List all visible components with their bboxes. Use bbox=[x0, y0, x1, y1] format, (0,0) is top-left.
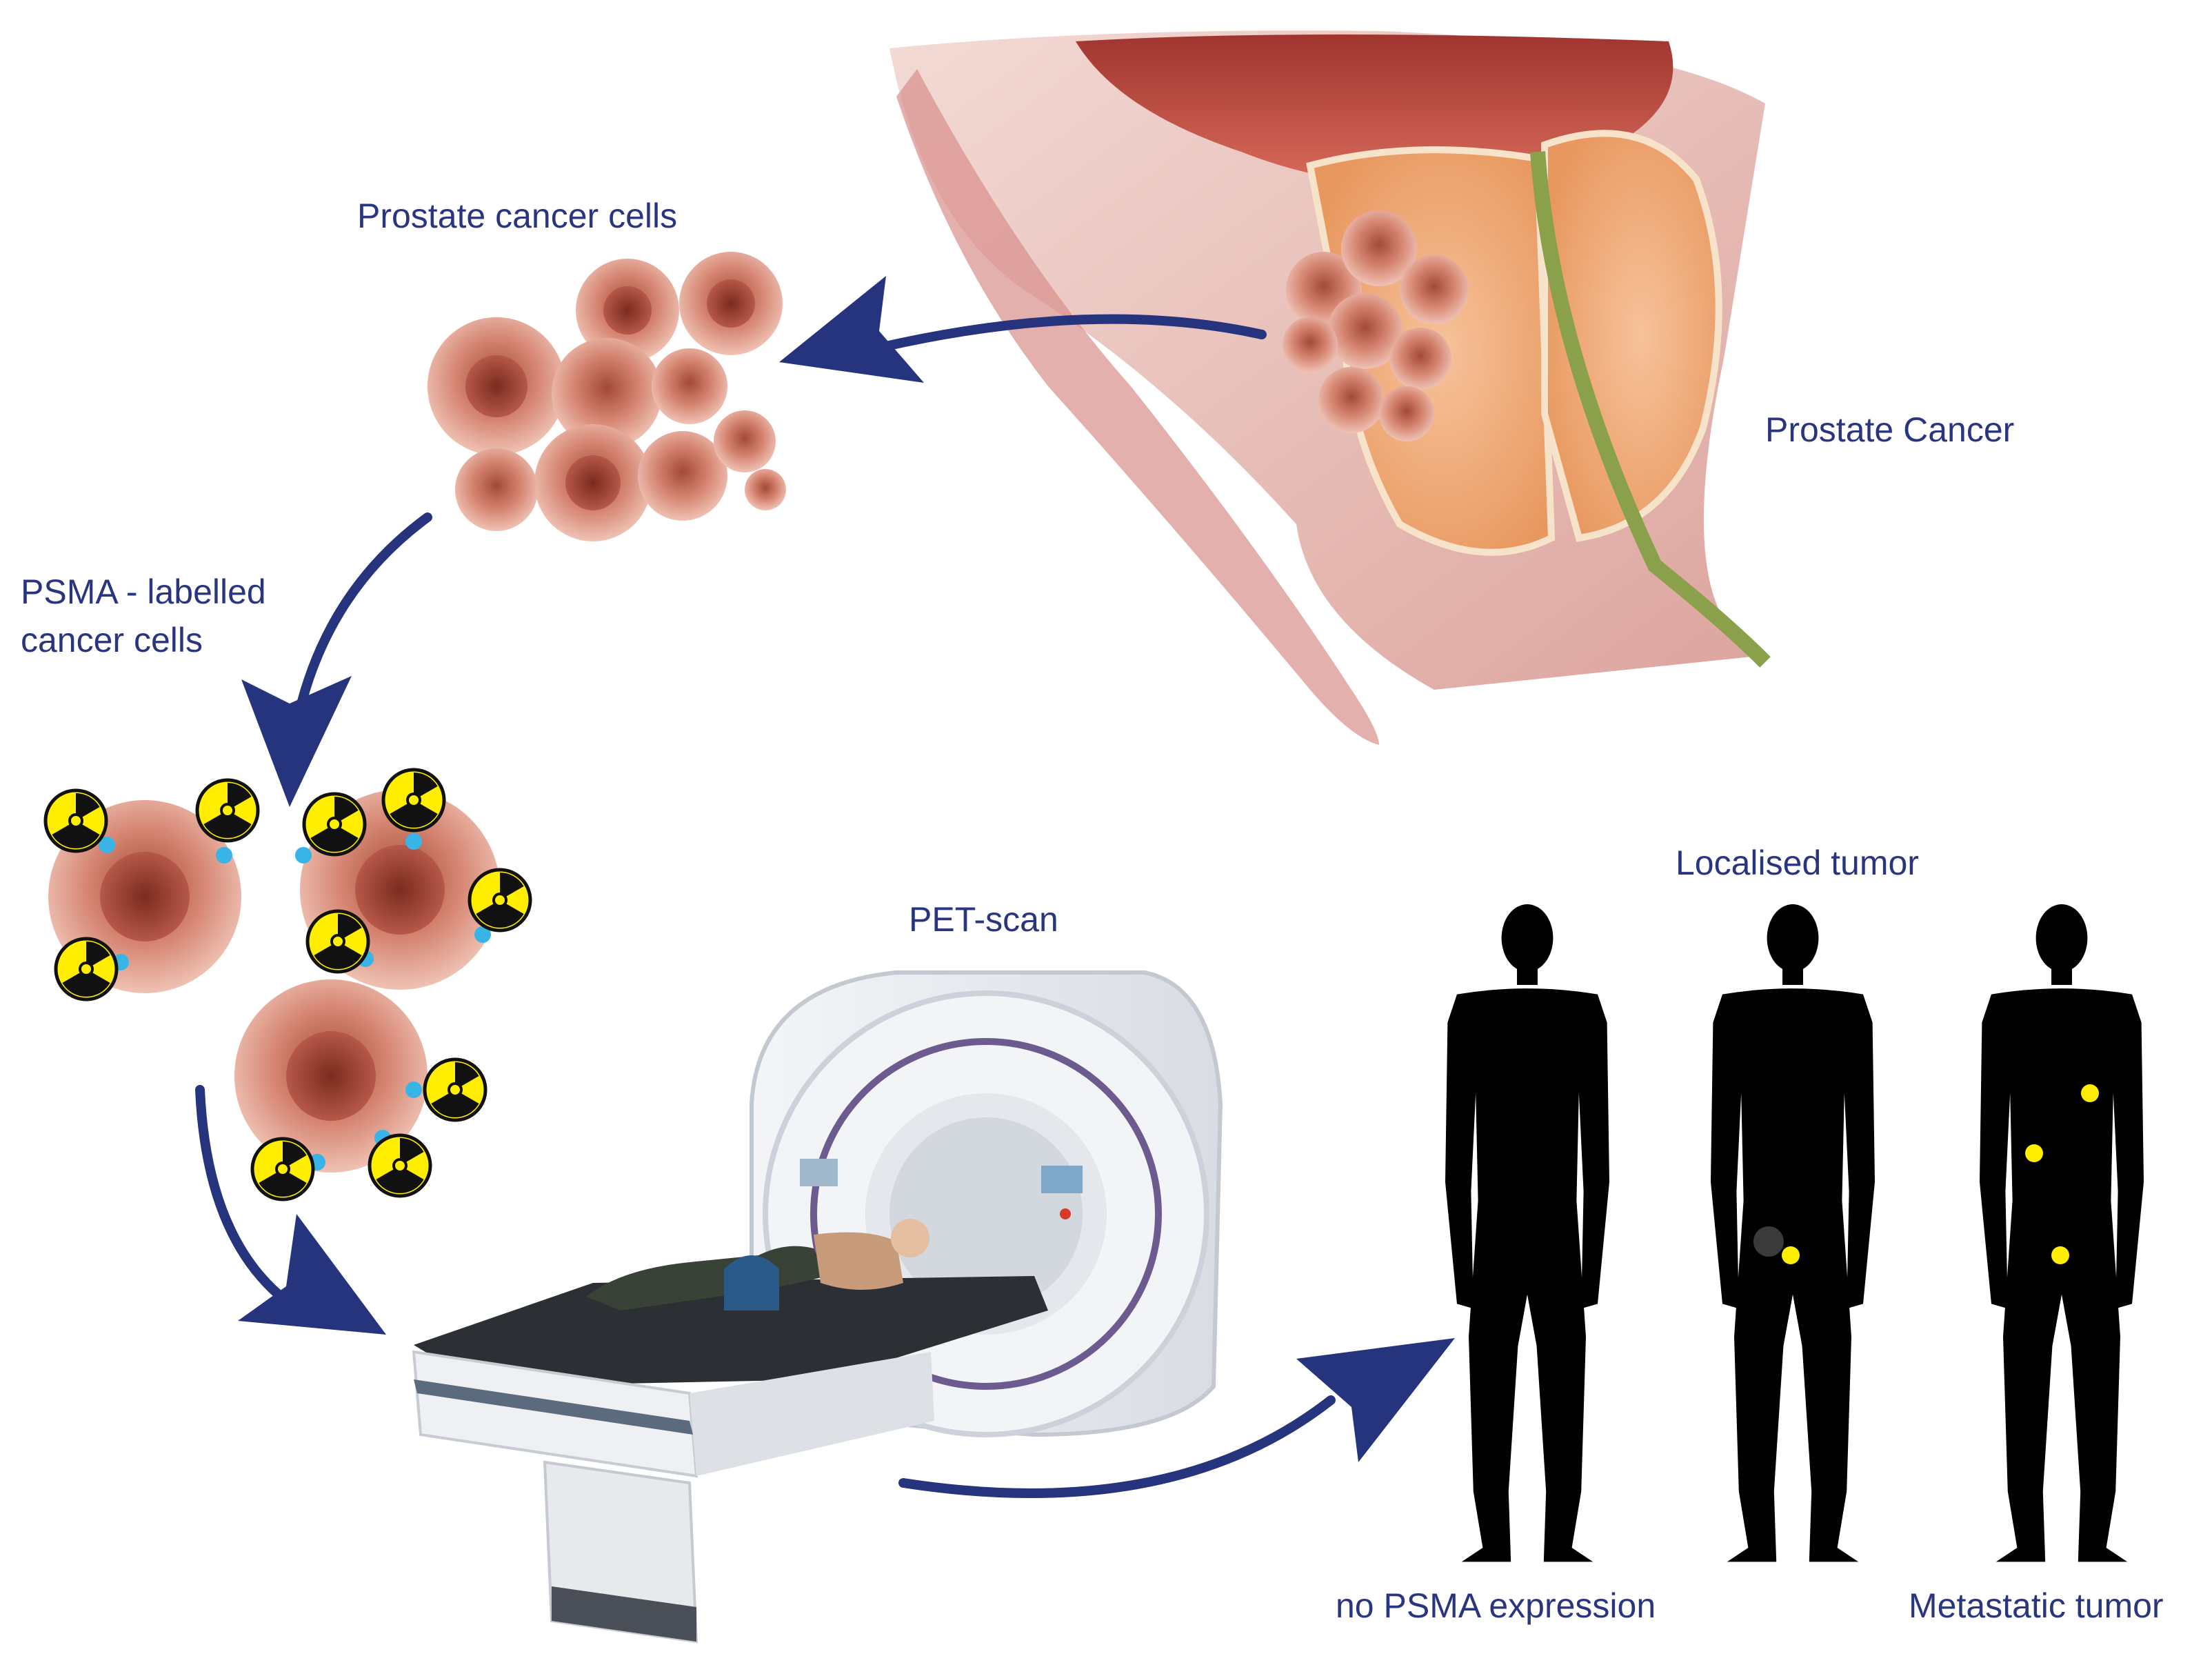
arrow-icon bbox=[292, 512, 432, 729]
tumor-dot bbox=[2025, 1144, 2043, 1162]
prostate-anatomy-illustration bbox=[889, 30, 1771, 745]
arrow-icon bbox=[857, 314, 1267, 357]
label-prostate-cancer: Prostate Cancer bbox=[1765, 410, 2014, 449]
silhouette-no-psma bbox=[1445, 904, 1609, 1562]
radiation-icon bbox=[252, 1139, 313, 1199]
prostate-cancer-cells-cluster bbox=[428, 252, 786, 541]
label-psma-line1: PSMA - labelled bbox=[21, 572, 266, 611]
radiation-icon bbox=[470, 870, 530, 930]
radiation-icon bbox=[304, 794, 365, 855]
human-silhouette-icon bbox=[1445, 904, 1609, 1562]
label-metastatic-tumor: Metastatic tumor bbox=[1909, 1586, 2164, 1625]
prostate-tumor-mass bbox=[1283, 210, 1469, 441]
pet-scanner bbox=[412, 970, 1223, 1644]
label-psma-line2: cancer cells bbox=[21, 621, 203, 659]
radiation-icon bbox=[370, 1135, 430, 1196]
arrow-icon bbox=[238, 1214, 386, 1335]
radiation-icon bbox=[46, 790, 106, 851]
label-no-psma-expression: no PSMA expression bbox=[1336, 1586, 1656, 1625]
tumor-dot bbox=[1782, 1246, 1800, 1264]
tumor-dot bbox=[2081, 1084, 2099, 1102]
label-pet-scan: PET-scan bbox=[909, 900, 1058, 939]
radiation-icon bbox=[425, 1059, 485, 1120]
arrow-icon bbox=[779, 276, 924, 383]
radiation-icon bbox=[197, 780, 258, 841]
arrow-icon bbox=[1296, 1338, 1455, 1462]
radiation-icon bbox=[56, 939, 117, 999]
scanner-display bbox=[800, 1159, 838, 1186]
tumor-dot bbox=[2051, 1246, 2069, 1264]
silhouette-metastatic bbox=[1980, 904, 2144, 1562]
silhouette-localised bbox=[1711, 904, 1875, 1562]
radiation-icon bbox=[308, 911, 368, 972]
arrow-icon bbox=[898, 1395, 1336, 1498]
arrow-icon bbox=[195, 1085, 294, 1308]
labelled-cell-3 bbox=[234, 979, 428, 1173]
arrow-icon bbox=[241, 676, 352, 807]
human-silhouette-icon bbox=[1980, 904, 2144, 1562]
radiation-icon bbox=[383, 770, 444, 830]
scanner-display bbox=[1041, 1166, 1083, 1193]
label-prostate-cancer-cells: Prostate cancer cells bbox=[357, 197, 677, 235]
localised-tumor-mass bbox=[1753, 1226, 1784, 1257]
psma-labelled-cells bbox=[46, 770, 530, 1199]
label-localised-tumor: Localised tumor bbox=[1676, 844, 1919, 882]
human-silhouette-icon bbox=[1711, 904, 1875, 1562]
